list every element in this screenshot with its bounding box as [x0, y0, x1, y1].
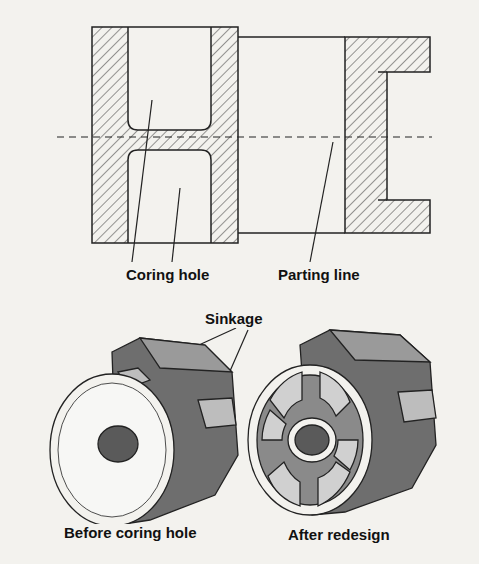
- part-label: Parting line: [276, 266, 362, 284]
- view-caption: Before coring hole: [62, 524, 199, 542]
- part-before: [50, 338, 238, 526]
- defect-label: Sinkage: [203, 310, 265, 328]
- part-label: Coring hole: [124, 266, 211, 284]
- part-after: [248, 330, 436, 515]
- view-caption: After redesign: [286, 526, 392, 544]
- section-view: [57, 27, 432, 243]
